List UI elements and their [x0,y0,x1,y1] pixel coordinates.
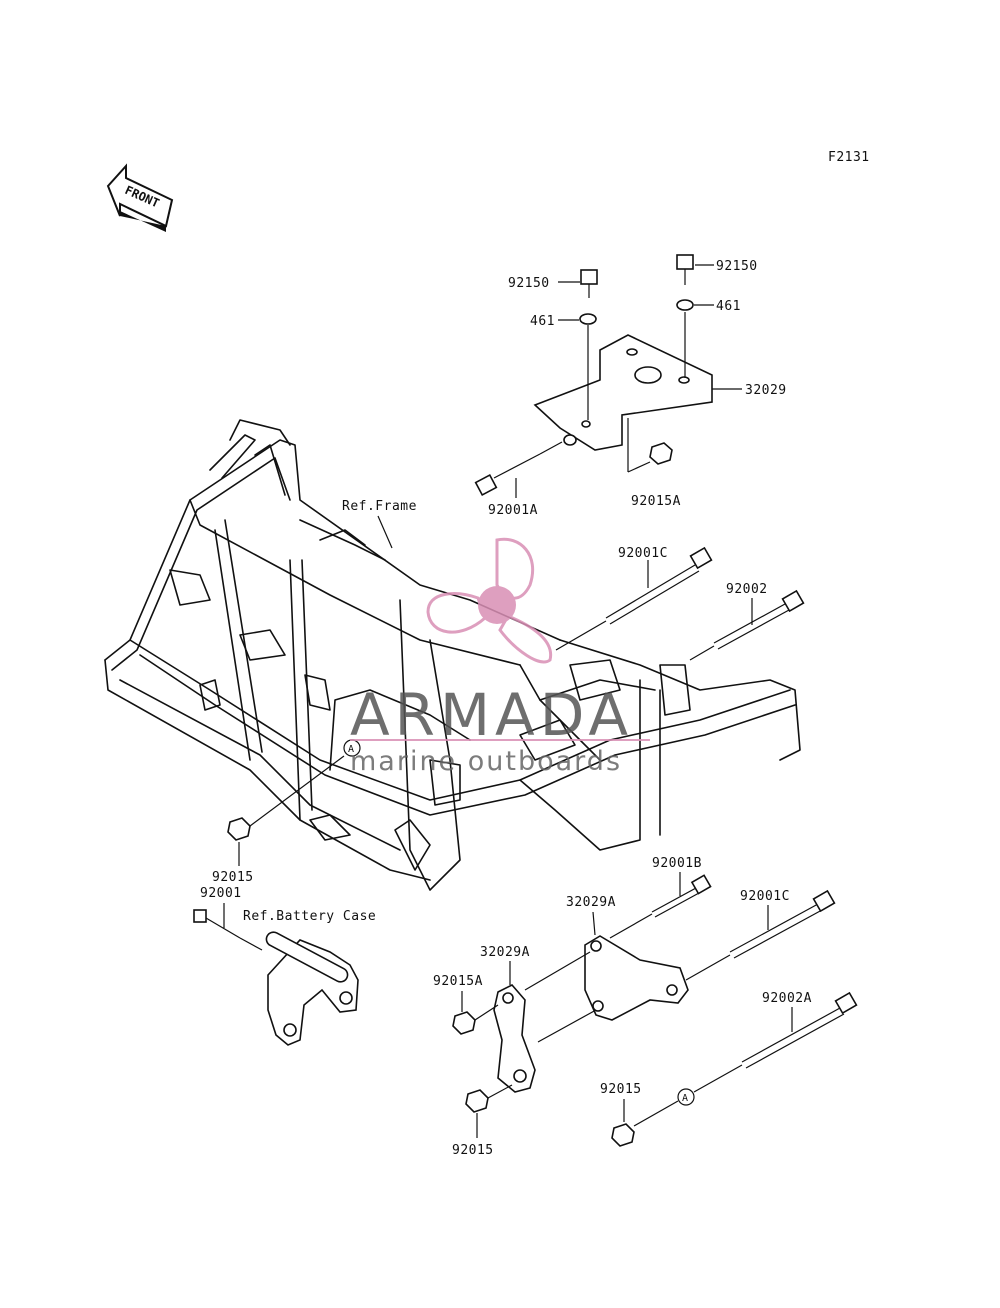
label-32029A-lower: 32029A [480,945,530,960]
bolt-92001 [193,909,263,951]
label-32029A-upper: 32029A [566,895,616,910]
figure-code: F2131 [828,150,870,165]
bolt-92002A [741,991,858,1069]
watermark-tagline: marine outboards [350,746,622,777]
bracket-32029A-lower [493,984,536,1093]
armada-watermark: ARMADA marine outboards [350,537,650,777]
battery-case-bracket [265,931,359,1046]
label-92001C-bottom: 92001C [740,889,790,904]
label-92015-left: 92015 [212,870,254,885]
label-92015-bottom: 92015 [452,1143,494,1158]
bolt-92001B [651,874,712,918]
label-92150-left: 92150 [508,276,550,291]
label-461-right: 461 [716,299,741,314]
label-32029: 32029 [745,383,787,398]
bolt-92001C-bottom [729,889,836,959]
label-92001B: 92001B [652,856,702,871]
nut-92015-left [227,817,251,841]
bolt-92002 [713,589,805,650]
label-92015A-top: 92015A [631,494,681,509]
nut-92015-bottom [465,1089,489,1113]
label-92015-bottom-right: 92015 [600,1082,642,1097]
washer-461-right [676,299,694,311]
bracket-32029A-upper [584,935,689,1021]
label-92001C-top: 92001C [618,546,668,561]
label-461-left: 461 [530,314,555,329]
bolt-92001A [474,441,563,497]
bolt-92150-left [580,269,598,298]
propeller-logo-icon [426,537,553,664]
label-92001: 92001 [200,886,242,901]
bolt-92001C-top [605,546,713,625]
bolt-92150-right [676,254,694,285]
frame-drawing [104,419,801,891]
label-92150-right: 92150 [716,259,758,274]
bracket-32029 [533,334,713,451]
front-arrow-icon: FRONT [106,163,174,232]
nut-92015-bottom-right [611,1123,635,1147]
ref-battery-case-label: Ref.Battery Case [243,909,376,924]
washer-461-left [579,313,597,325]
nut-92015A-bottom [452,1011,476,1035]
svg-text:A: A [682,1093,688,1104]
svg-text:A: A [348,744,354,755]
callout-marker-a-lower: A [677,1088,695,1106]
label-92002A: 92002A [762,991,812,1006]
label-92015A-bottom: 92015A [433,974,483,989]
nut-92015A-top [649,442,673,465]
watermark-brand: ARMADA [350,681,633,749]
label-92001A: 92001A [488,503,538,518]
ref-frame-label: Ref.Frame [342,499,417,514]
label-92002: 92002 [726,582,768,597]
